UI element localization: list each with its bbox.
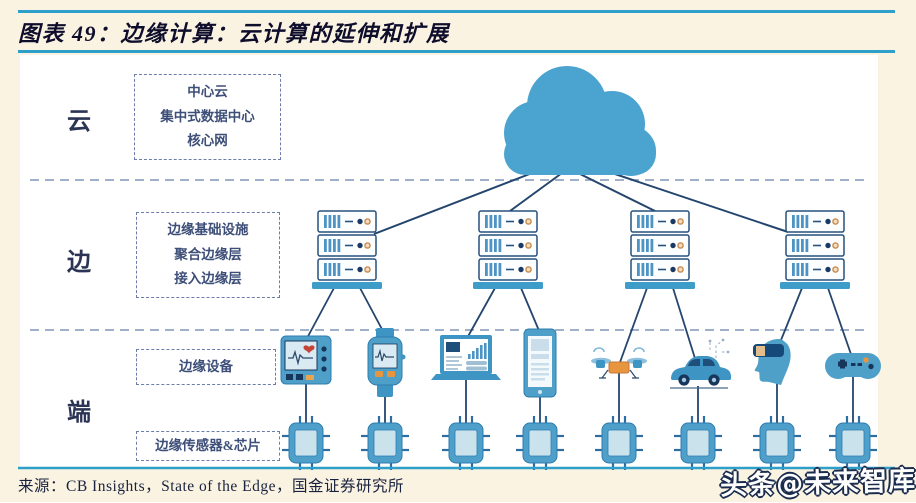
vr-headset-icon [753, 339, 791, 385]
edge-device-box-title: 边缘设备 [179, 358, 233, 374]
chip-icon [440, 414, 492, 472]
server-rack-icon [625, 211, 695, 289]
tier-label-cloud: 云 [67, 109, 91, 135]
central-cloud-box-line: 核心网 [187, 133, 228, 149]
edge-sensor-chip-box: 边缘传感器&芯片 [136, 431, 280, 461]
game-controller-icon [825, 353, 881, 379]
server-rack-icon [312, 211, 382, 289]
medical-monitor-icon [280, 335, 332, 385]
chip-icon [593, 414, 645, 472]
edge-device-box: 边缘设备 [136, 349, 276, 385]
tier-label-edge: 边 [67, 250, 91, 276]
chip-icon [280, 414, 332, 472]
edge-infrastructure-box-line: 聚合边缘层 [174, 246, 242, 262]
server-rack-icon [473, 211, 543, 289]
source-caption: 来源：CB Insights，State of the Edge，国金证券研究所 [18, 478, 404, 495]
cloud-server-connectors [373, 164, 789, 235]
edge-sensor-chip-box-title: 边缘传感器&芯片 [155, 437, 261, 453]
top-rule [18, 10, 895, 13]
diagram-panel [20, 55, 878, 468]
chip-icon [672, 414, 724, 472]
connected-car-icon [670, 338, 732, 389]
smartwatch-icon [367, 328, 406, 397]
edge-infrastructure-box-title: 边缘基础设施 [167, 221, 249, 237]
title-underline-rule [18, 50, 895, 53]
central-cloud-box-line: 集中式数据中心 [160, 108, 255, 124]
page-title: 图表 49：边缘计算：云计算的延伸和扩展 [18, 21, 450, 46]
drone-icon [591, 347, 647, 379]
server-device-connectors [305, 287, 854, 423]
tier-label-end: 端 [67, 400, 91, 426]
watermark: 头条@未来智库 [719, 465, 916, 502]
server-rack-icon [780, 211, 850, 289]
laptop-icon [431, 335, 501, 380]
central-cloud-box: 中心云 集中式数据中心 核心网 [134, 74, 281, 160]
cloud-icon [504, 66, 656, 176]
chip-icon [514, 414, 566, 472]
chip-icon [359, 414, 411, 472]
central-cloud-box-title: 中心云 [187, 83, 228, 99]
smartphone-icon [523, 328, 557, 398]
edge-infrastructure-box: 边缘基础设施 聚合边缘层 接入边缘层 [136, 212, 280, 298]
edge-infrastructure-box-line: 接入边缘层 [174, 271, 242, 287]
